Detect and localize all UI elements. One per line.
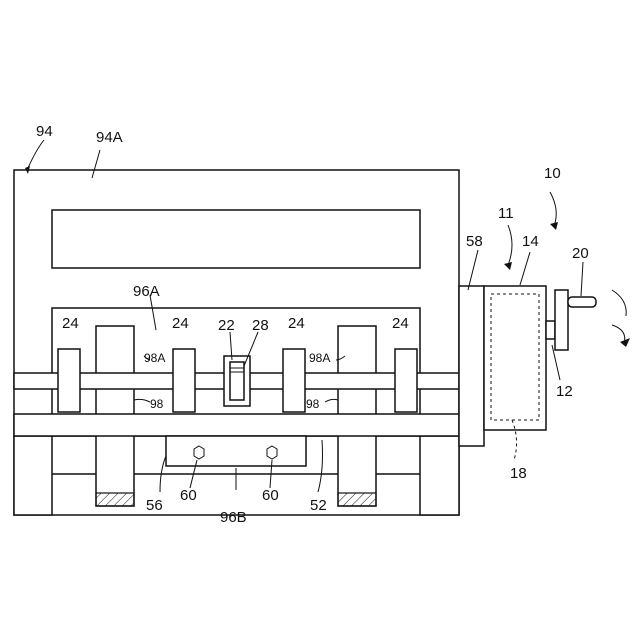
leader-20 bbox=[581, 262, 583, 296]
coupling-12 bbox=[546, 321, 555, 339]
label-28: 28 bbox=[252, 317, 269, 334]
label-11: 11 bbox=[498, 205, 514, 222]
label-24-1: 24 bbox=[62, 315, 79, 332]
member-24-1 bbox=[58, 349, 80, 412]
plate-58 bbox=[459, 286, 484, 446]
pad-right bbox=[338, 493, 376, 506]
leader-58 bbox=[468, 250, 478, 290]
member-24-2 bbox=[173, 349, 195, 412]
label-98-left: 98 bbox=[150, 397, 164, 411]
label-98A-left: 98A bbox=[144, 351, 165, 365]
label-98A-right: 98A bbox=[309, 351, 330, 365]
handle-base bbox=[555, 290, 568, 350]
frame-window bbox=[52, 210, 420, 268]
label-20: 20 bbox=[572, 245, 589, 262]
label-10: 10 bbox=[544, 165, 561, 182]
label-56: 56 bbox=[146, 497, 163, 514]
label-58: 58 bbox=[466, 233, 483, 250]
leader-10-head bbox=[550, 222, 558, 230]
label-96A: 96A bbox=[133, 283, 160, 300]
left-leg bbox=[14, 436, 52, 515]
label-14: 14 bbox=[522, 233, 539, 250]
bracket-96B bbox=[166, 436, 306, 466]
label-98-right: 98 bbox=[306, 397, 320, 411]
leader-11-head bbox=[504, 262, 512, 270]
rotation-arc-top bbox=[612, 290, 626, 316]
label-94: 94 bbox=[36, 123, 53, 140]
label-96B: 96B bbox=[220, 509, 247, 526]
label-24-3: 24 bbox=[288, 315, 305, 332]
label-60-right: 60 bbox=[262, 487, 279, 504]
label-52: 52 bbox=[310, 497, 327, 514]
label-94A: 94A bbox=[96, 129, 123, 146]
label-18: 18 bbox=[510, 465, 527, 482]
base-plate bbox=[14, 414, 459, 436]
label-22: 22 bbox=[218, 317, 235, 334]
member-24-3 bbox=[283, 349, 305, 412]
label-60-left: 60 bbox=[180, 487, 197, 504]
leader-14 bbox=[520, 252, 530, 285]
leader-10 bbox=[550, 192, 556, 226]
knob-20 bbox=[568, 297, 596, 307]
label-24-2: 24 bbox=[172, 315, 189, 332]
motor-14 bbox=[484, 286, 546, 430]
member-24-4 bbox=[395, 349, 417, 412]
pad-left bbox=[96, 493, 134, 506]
leader-11 bbox=[508, 225, 512, 265]
leader-94 bbox=[28, 140, 44, 168]
right-leg bbox=[420, 436, 459, 515]
label-12: 12 bbox=[556, 383, 573, 400]
label-24-4: 24 bbox=[392, 315, 409, 332]
